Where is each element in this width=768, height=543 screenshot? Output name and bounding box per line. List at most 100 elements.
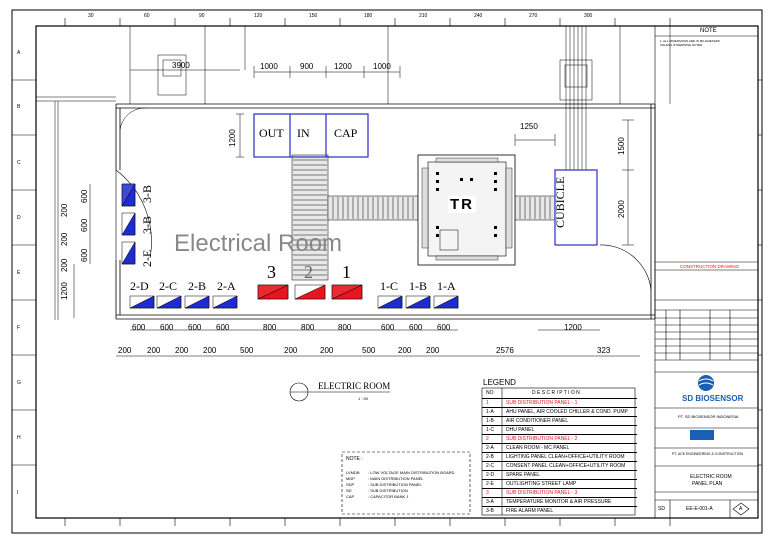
dim-text: 600 xyxy=(160,323,174,332)
legend-row-desc: SUB DISTRIBUTION PANEL - 1 xyxy=(506,400,578,406)
dim-text: 1200 xyxy=(60,282,69,300)
dim-text: 200 xyxy=(203,346,217,355)
inner-border xyxy=(35,25,759,519)
legend-row-no: 2-A xyxy=(486,445,494,451)
note-box-title: NOTE : xyxy=(346,456,363,462)
legend-row-desc: AHU PANEL, AIR COOLED CHILLER & COND. PU… xyxy=(506,409,628,415)
tb-revision-mark: A xyxy=(739,506,743,512)
dim-text: 800 xyxy=(263,323,277,332)
title-block-frame xyxy=(654,26,758,518)
dim-text: 1200 xyxy=(564,323,582,332)
legend-row-desc: SPARE PANEL xyxy=(506,472,540,478)
note-box: NOTE : LVMDB: LOW VOLTAGE MAIN DISTRIBUT… xyxy=(346,456,468,512)
ruler-ticks xyxy=(12,18,762,526)
dim-text: 200 xyxy=(284,346,298,355)
panel-3b-label: 3-B xyxy=(140,185,154,203)
ruler-label: B xyxy=(17,104,21,110)
legend-row: 1-A AHU PANEL, AIR COOLED CHILLER & COND.… xyxy=(482,407,637,417)
note-desc: : SUB DISTRIBUTION PANEL xyxy=(368,482,422,487)
legend-row-no: 2-C xyxy=(486,463,495,469)
blue-panels-left xyxy=(121,183,136,265)
legend-col-no: NO xyxy=(486,390,494,396)
legend-row-no: 2-E xyxy=(486,481,494,487)
panel-3-label: 3 xyxy=(267,262,276,282)
dim-text: 600 xyxy=(216,323,230,332)
electric-room-caption: ELECTRIC ROOM xyxy=(318,381,391,391)
contractor-logo xyxy=(690,430,714,440)
legend-row: 2-C CONSENT PANEL CLEAN+OFFICE+UTILITY RO… xyxy=(482,461,637,471)
dim-text: 1200 xyxy=(228,129,237,147)
dim-text: 600 xyxy=(80,248,89,262)
dim-text: 200 xyxy=(147,346,161,355)
ruler-label: 240 xyxy=(474,13,483,19)
legend-table-grid xyxy=(481,387,636,516)
tb-contractor: PT. ACE ENGINEERING & CONSTRUCTION xyxy=(672,452,743,456)
ruler-label: I xyxy=(17,490,19,496)
dim-text: 200 xyxy=(320,346,334,355)
note-abbr: SDP xyxy=(346,482,355,487)
tb-drawing-title-1: ELECTRIC ROOM xyxy=(690,474,732,480)
legend-row: 2-E OUTLIGHTING STREET LAMP xyxy=(482,479,637,489)
note-desc: : SUB DISTRIBUTION xyxy=(368,488,408,493)
in-label: IN xyxy=(297,126,310,140)
note-desc: : MAIN DISTRIBUTION PANEL xyxy=(368,476,424,481)
dimension-lines xyxy=(73,66,640,357)
legend-title: LEGEND xyxy=(483,378,516,387)
ruler-label: E xyxy=(17,270,21,276)
dim-text: 800 xyxy=(338,323,352,332)
tb-note-text: 1. ALL DIMENSIONS ARE IN MILLIMETERS UNL… xyxy=(660,39,720,47)
dim-text: 200 xyxy=(60,203,69,217)
ruler-label: 120 xyxy=(254,13,263,19)
dim-text: 200 xyxy=(60,232,69,246)
legend-row-no: 1-B xyxy=(486,418,494,424)
legend-row-desc: LIGHTING PANEL CLEAN+OFFICE+UTILITY ROOM xyxy=(506,454,625,460)
dim-text: 200 xyxy=(398,346,412,355)
red-panels-bottom xyxy=(257,284,363,300)
blue-panels-bottom xyxy=(129,295,459,309)
section-symbol xyxy=(289,382,390,402)
legend-row-desc: TEMPERATURE MONITOR & AIR PRESSURE xyxy=(506,499,612,505)
note-abbr: LVMDB xyxy=(346,470,360,475)
panel-2e-label: 2-E xyxy=(140,249,154,267)
dim-text: 2576 xyxy=(496,346,514,355)
tb-drawing-no: EE-E-001-A xyxy=(686,506,713,512)
dim-text: 1000 xyxy=(373,62,391,71)
legend-row-desc: CONSENT PANEL CLEAN+OFFICE+UTILITY ROOM xyxy=(506,463,626,469)
legend-row: 2-A CLEAN ROOM - MC PANEL xyxy=(482,443,637,453)
panel-1c-label: 1-C xyxy=(380,279,398,293)
legend-row-desc: OUTLIGHTING STREET LAMP xyxy=(506,481,577,487)
panel-2c-label: 2-C xyxy=(159,279,177,293)
legend-row-desc: SUB DISTRIBUTION PANEL - 3 xyxy=(506,490,578,496)
room-walls xyxy=(115,103,656,320)
ruler-label: 60 xyxy=(144,13,150,19)
dim-text: 323 xyxy=(597,346,611,355)
cap-label: CAP xyxy=(334,126,358,140)
dim-text: 600 xyxy=(80,218,89,232)
panel-2a-label: 2-A xyxy=(217,279,236,293)
cable-tray-horizontal xyxy=(327,195,556,221)
legend-header-row: NO D E S C R I P T I O N xyxy=(482,388,637,398)
dim-text: 800 xyxy=(301,323,315,332)
dim-text: 1500 xyxy=(617,137,626,155)
legend-row-desc: CLEAN ROOM - MC PANEL xyxy=(506,445,570,451)
dim-text: 600 xyxy=(409,323,423,332)
legend-row-no: 1-A xyxy=(486,409,494,415)
ruler-label: H xyxy=(17,435,21,441)
room-title-watermark: Electrical Room xyxy=(174,230,343,257)
panel-2-label: 2 xyxy=(304,262,313,282)
dim-text: 600 xyxy=(381,323,395,332)
cubicle-box xyxy=(554,169,598,246)
dim-text: 1000 xyxy=(260,62,278,71)
legend-col-desc: D E S C R I P T I O N xyxy=(532,390,580,396)
out-label: OUT xyxy=(259,126,284,140)
sd-biosensor-logo xyxy=(698,375,714,391)
dim-text: 200 xyxy=(60,258,69,272)
ruler-label: 270 xyxy=(529,13,538,19)
ruler-label: A xyxy=(17,50,21,56)
